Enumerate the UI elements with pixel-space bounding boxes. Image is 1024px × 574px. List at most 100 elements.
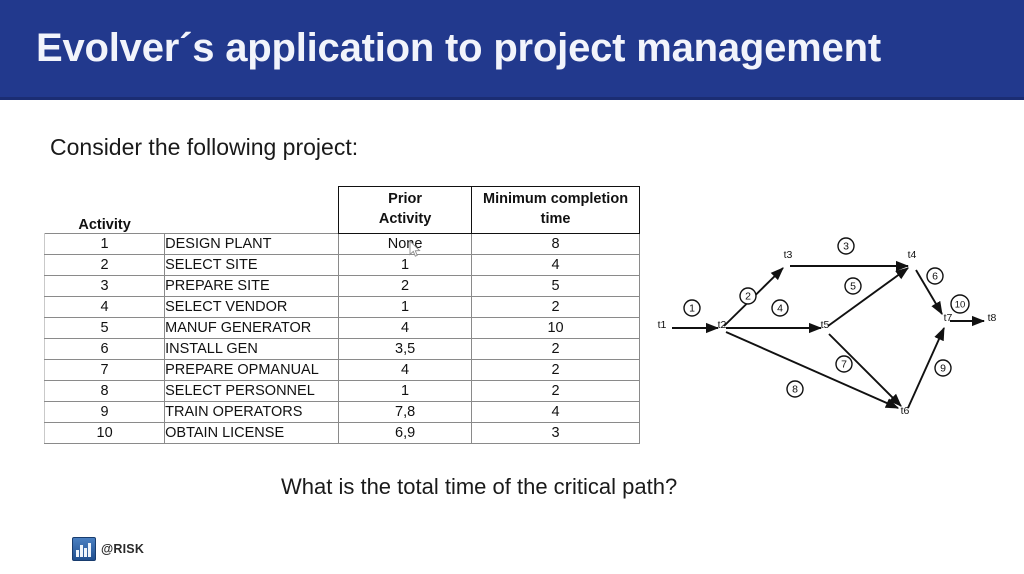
edge-label-4: 4 <box>771 299 789 317</box>
cell-activity-number: 8 <box>43 380 165 402</box>
cell-min-time: 2 <box>471 380 640 402</box>
edge-label-5: 5 <box>844 277 862 295</box>
edge-label-circle <box>837 237 855 255</box>
cell-activity-name: INSTALL GEN <box>164 338 340 360</box>
edge-label-circle <box>683 299 701 317</box>
cell-activity-number: 10 <box>43 422 165 444</box>
edge-label-10: 10 <box>950 294 970 314</box>
edge-6-t4-t7 <box>915 269 943 315</box>
edge-label-text: 1 <box>689 303 695 315</box>
cell-activity-name: SELECT SITE <box>164 254 340 276</box>
cell-min-time: 2 <box>471 338 640 360</box>
cell-min-time: 2 <box>471 359 640 381</box>
diagram-edges <box>672 260 986 409</box>
cell-min-time: 10 <box>471 317 640 339</box>
edge-label-text: 3 <box>843 241 849 253</box>
edge-label-text: 7 <box>841 359 847 371</box>
cell-prior-activity: 1 <box>338 296 473 318</box>
edge-label-circle <box>950 294 970 314</box>
diagram-edge-labels: 1 2 3 4 5 6 7 8 9 10 <box>683 237 970 398</box>
edge-label-circle <box>835 355 853 373</box>
header-prior-activity: Prior Activity <box>338 186 473 234</box>
edge-label-text: 10 <box>955 300 966 311</box>
edge-label-text: 2 <box>745 291 751 303</box>
cell-activity-number: 5 <box>43 317 165 339</box>
cell-min-time: 5 <box>471 275 640 297</box>
cell-prior-activity: 6,9 <box>338 422 473 444</box>
cell-activity-name: OBTAIN LICENSE <box>164 422 340 444</box>
header-prior-line1: Prior <box>388 191 423 208</box>
edge-label-text: 8 <box>792 384 798 396</box>
cell-prior-activity: 1 <box>338 254 473 276</box>
header-prior-line2: Activity <box>378 211 432 227</box>
edge-label-6: 6 <box>926 267 944 285</box>
cell-activity-name: SELECT PERSONNEL <box>164 380 340 402</box>
node-label-t7: t7 <box>944 312 953 324</box>
cell-prior-activity: 1 <box>338 380 473 402</box>
cell-min-time: 4 <box>471 401 640 423</box>
cell-min-time: 4 <box>471 254 640 276</box>
edge-label-text: 9 <box>940 363 946 375</box>
cell-activity-number: 9 <box>43 401 165 423</box>
cell-prior-activity: None <box>338 233 473 255</box>
cell-activity-name: PREPARE OPMANUAL <box>164 359 340 381</box>
edge-label-7: 7 <box>835 355 853 373</box>
cell-activity-number: 3 <box>43 275 165 297</box>
edge-7-t5-t6 <box>828 333 902 407</box>
edge-8-t2-t6 <box>725 331 900 409</box>
edge-label-text: 4 <box>777 303 783 315</box>
edge-5-t5-t4 <box>827 267 909 327</box>
bar-chart-icon <box>72 537 96 561</box>
cell-min-time: 3 <box>471 422 640 444</box>
header-min-line1: Minimum completion <box>483 191 629 208</box>
edge-label-text: 5 <box>850 281 856 293</box>
project-table: Activity Prior Activity Minimum completi… <box>43 186 640 444</box>
node-label-t4: t4 <box>908 249 917 261</box>
table-head: Activity Prior Activity Minimum completi… <box>45 186 640 234</box>
cell-prior-activity: 4 <box>338 317 473 339</box>
title-banner: Evolver´s application to project managem… <box>0 0 1024 100</box>
edge-label-circle <box>739 287 757 305</box>
header-min-line2: time <box>540 211 571 227</box>
cell-activity-number: 1 <box>43 233 165 255</box>
edge-label-1: 1 <box>683 299 701 317</box>
edge-label-8: 8 <box>786 380 804 398</box>
edge-label-2: 2 <box>739 287 757 305</box>
node-label-t3: t3 <box>784 249 793 261</box>
edge-label-circle <box>771 299 789 317</box>
risk-logo-text: @RISK <box>101 542 145 556</box>
cell-prior-activity: 3,5 <box>338 338 473 360</box>
cell-activity-name: PREPARE SITE <box>164 275 340 297</box>
header-activity: Activity <box>78 217 131 233</box>
cell-activity-number: 7 <box>43 359 165 381</box>
cell-activity-number: 6 <box>43 338 165 360</box>
header-description-blank <box>165 187 339 234</box>
cell-prior-activity: 4 <box>338 359 473 381</box>
table-header-row: Activity Prior Activity Minimum completi… <box>45 186 640 234</box>
edge-label-9: 9 <box>934 359 952 377</box>
risk-logo: @RISK <box>72 537 144 561</box>
node-label-t5: t5 <box>821 319 830 331</box>
cell-activity-name: MANUF GENERATOR <box>164 317 340 339</box>
node-label-t6: t6 <box>901 405 910 417</box>
edge-label-circle <box>926 267 944 285</box>
edge-9-t6-t7 <box>907 326 945 409</box>
edge-label-circle <box>934 359 952 377</box>
cell-activity-number: 2 <box>43 254 165 276</box>
cell-activity-name: TRAIN OPERATORS <box>164 401 340 423</box>
cell-min-time: 2 <box>471 296 640 318</box>
question-text: What is the total time of the critical p… <box>281 474 678 499</box>
cell-min-time: 8 <box>471 233 640 255</box>
